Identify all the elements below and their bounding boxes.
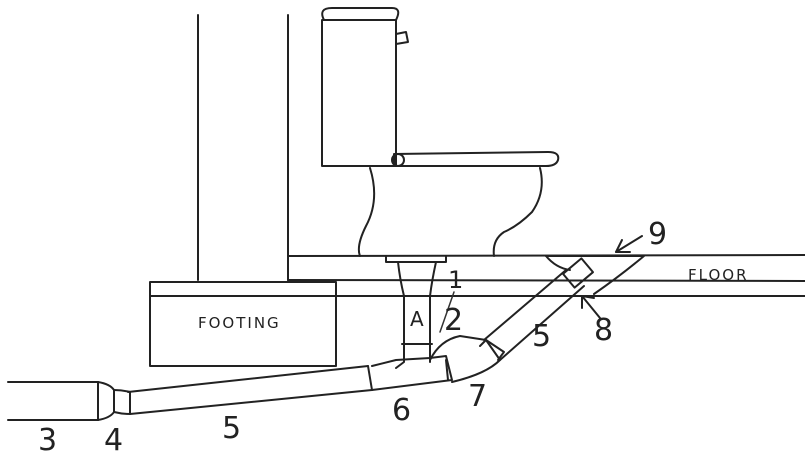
label-A: A xyxy=(410,307,424,331)
label-5-upper: 5 xyxy=(532,319,551,354)
leader-1 xyxy=(439,291,455,333)
toilet-seat xyxy=(391,151,560,167)
wye-fitting xyxy=(371,355,453,391)
label-7: 7 xyxy=(468,379,487,414)
label-floor: FLOOR xyxy=(688,266,749,284)
diagonal-drain-pipe xyxy=(479,269,585,361)
arrow-8 xyxy=(581,295,601,319)
label-1: 1 xyxy=(448,266,463,294)
label-8: 8 xyxy=(594,313,613,348)
main-drain-pipe xyxy=(127,365,373,415)
footing-block xyxy=(149,281,337,367)
floor-drain xyxy=(545,255,645,295)
label-6: 6 xyxy=(392,393,411,428)
label-4: 4 xyxy=(104,423,123,458)
label-3: 3 xyxy=(38,423,57,458)
existing-pipe xyxy=(7,381,99,421)
coupling xyxy=(97,381,131,421)
arrow-9 xyxy=(615,235,643,253)
wall xyxy=(197,14,289,281)
label-2: 2 xyxy=(444,303,463,338)
label-5-lower: 5 xyxy=(222,411,241,446)
label-9: 9 xyxy=(648,217,667,252)
toilet-tank xyxy=(321,7,409,167)
label-footing: FOOTING xyxy=(198,314,281,332)
toilet-bowl xyxy=(357,167,543,257)
closet-flange xyxy=(385,255,447,297)
